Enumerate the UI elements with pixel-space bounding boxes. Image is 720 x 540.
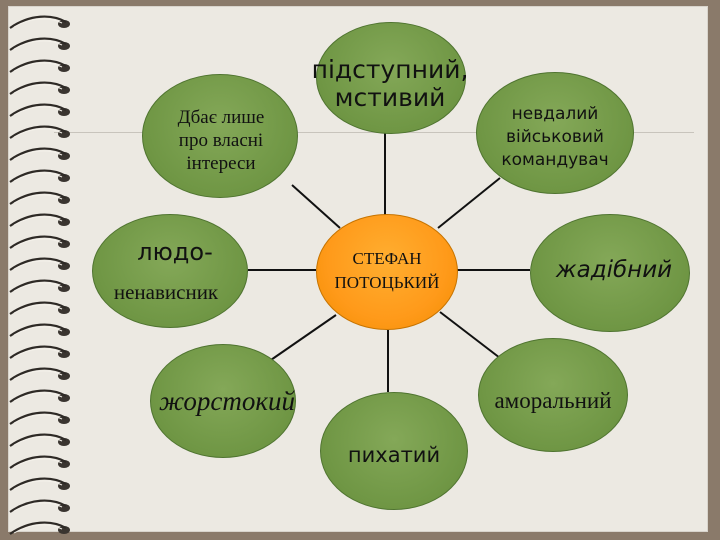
binding-ring-highlight (13, 480, 63, 490)
binding-ring-highlight (13, 238, 63, 248)
trait-label-bottom-right: аморальний (494, 388, 612, 413)
binding-ring (9, 477, 67, 491)
binding-ring-highlight (13, 216, 63, 226)
binding-ring-highlight (13, 524, 63, 534)
binding-ring (9, 345, 67, 359)
trait-label-top: підступний, мстивий (311, 55, 469, 112)
trait-node-top-left (142, 74, 298, 198)
binding-ring-highlight (13, 282, 63, 292)
trait-label-bottom: пихатий (347, 443, 441, 467)
binding-ring-highlight (13, 304, 63, 314)
binding-ring (9, 235, 67, 249)
center-node (316, 214, 458, 330)
binding-ring-highlight (13, 260, 63, 270)
binding-ring (9, 147, 67, 161)
binding-ring (9, 191, 67, 205)
trait-node-top (316, 22, 466, 134)
binding-ring-highlight (13, 502, 63, 512)
trait-label-bottom-left: жорстокий (158, 386, 296, 416)
center-label-line1: СТЕФАН (352, 249, 422, 268)
binding-ring-highlight (13, 414, 63, 424)
trait-node-bottom-right (478, 338, 628, 452)
binding-ring (9, 257, 67, 271)
binding-ring (9, 433, 67, 447)
binding-ring (9, 411, 67, 425)
binding-ring (9, 213, 67, 227)
binding-ring (9, 389, 67, 403)
binding-ring-highlight (13, 436, 63, 446)
binding-ring-highlight (13, 392, 63, 402)
trait-label-left-line1: людо- (137, 238, 213, 266)
binding-ring-highlight (13, 172, 63, 182)
binding-ring (9, 169, 67, 183)
binding-ring (9, 125, 67, 139)
binding-ring-highlight (13, 326, 63, 336)
connector-bottom-left (267, 314, 337, 363)
binding-ring-highlight (13, 150, 63, 160)
binding-ring (9, 367, 67, 381)
binding-ring (9, 301, 67, 315)
binding-ring (9, 81, 67, 95)
binding-ring-highlight (13, 194, 63, 204)
binding-ring (9, 103, 67, 117)
binding-ring-highlight (13, 62, 63, 72)
binding-ring (9, 323, 67, 337)
binding-ring (9, 37, 67, 51)
trait-node-right (530, 214, 690, 332)
trait-node-left (92, 214, 248, 328)
spiral-binding-icon (9, 15, 70, 535)
center-label-line2: ПОТОЦЬКИЙ (334, 273, 440, 292)
connector-top-left (291, 184, 341, 229)
trait-label-left-line2: ненависник (113, 280, 219, 304)
binding-ring-highlight (13, 84, 63, 94)
trait-node-top-right (476, 72, 634, 194)
trait-node-bottom-left (150, 344, 296, 458)
binding-ring (9, 521, 67, 535)
binding-ring-highlight (13, 106, 63, 116)
trait-label-top-left: Дбає лише про власні інтереси (177, 107, 265, 174)
connector-bottom-right (439, 311, 501, 359)
trait-label-right: жадібний (555, 257, 673, 283)
binding-ring-highlight (13, 458, 63, 468)
binding-ring (9, 59, 67, 73)
binding-ring-highlight (13, 18, 63, 28)
binding-ring-highlight (13, 40, 63, 50)
binding-ring-highlight (13, 348, 63, 358)
trait-node-bottom (320, 392, 468, 510)
binding-ring-highlight (13, 128, 63, 138)
connector-top-right (437, 177, 501, 229)
binding-ring (9, 15, 67, 29)
binding-ring-highlight (13, 370, 63, 380)
trait-label-top-right: невдалий військовий командувач (501, 104, 609, 170)
binding-ring (9, 499, 67, 513)
binding-ring (9, 279, 67, 293)
binding-ring (9, 455, 67, 469)
